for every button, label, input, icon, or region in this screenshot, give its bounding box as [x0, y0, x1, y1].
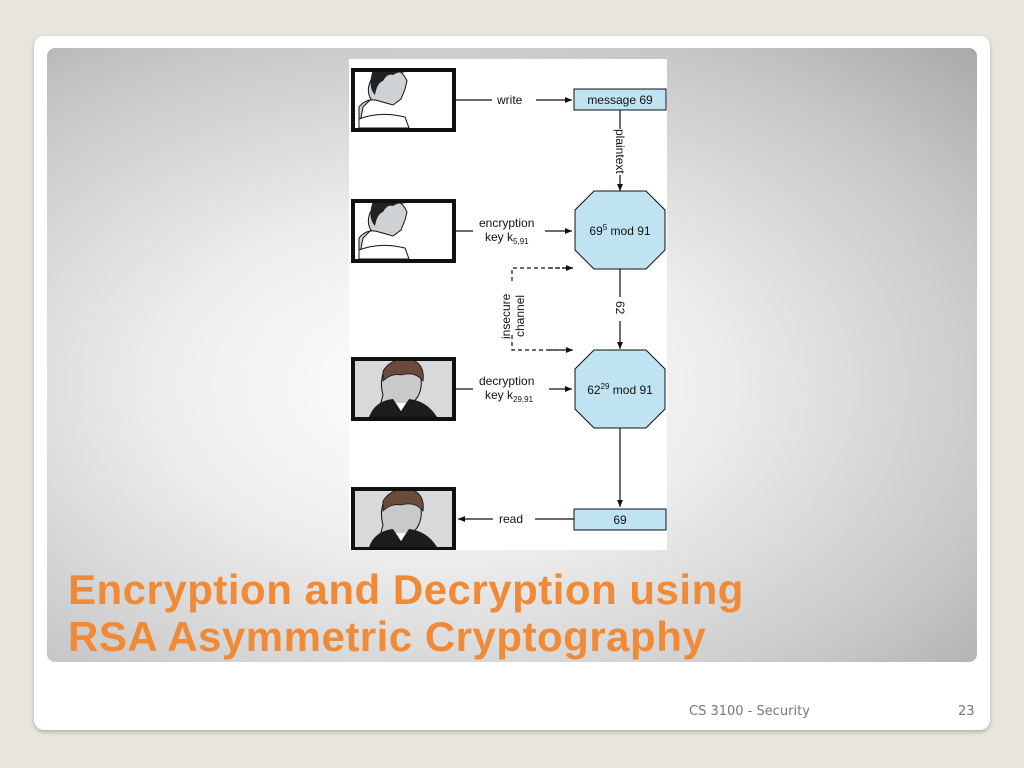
insecure-channel-bottom — [511, 335, 571, 351]
page-number: 23 — [958, 704, 975, 719]
write-label: write — [496, 93, 523, 107]
slide-title: Encryption and Decryption using RSA Asym… — [68, 566, 968, 660]
message-box-text: message 69 — [587, 93, 653, 107]
sender-portrait-icon — [351, 68, 456, 132]
insecure-label: insecure — [499, 293, 513, 339]
slide-title-line2: RSA Asymmetric Cryptography — [68, 613, 707, 660]
decryption-label: decryption — [479, 374, 534, 388]
ciphertext-label: 62 — [613, 301, 627, 315]
decrypt-formula: 6229 mod 91 — [587, 382, 653, 397]
plaintext-label: plaintext — [613, 129, 627, 174]
sender-portrait-icon — [351, 199, 456, 263]
encryption-key-label: key k5,91 — [485, 230, 529, 246]
footer-text: CS 3100 - Security — [689, 704, 810, 719]
receiver-portrait-icon — [351, 357, 456, 421]
insecure-channel-top — [511, 267, 573, 281]
slide-title-line1: Encryption and Decryption using — [68, 566, 744, 613]
channel-label: channel — [513, 295, 527, 337]
read-label: read — [499, 512, 523, 526]
decryption-key-label: key k29,91 — [485, 388, 534, 404]
encrypt-formula: 695 mod 91 — [589, 223, 650, 238]
encryption-label: encryption — [479, 216, 534, 230]
result-box-text: 69 — [613, 513, 627, 527]
rsa-diagram: write message 69 plaintext encryption ke… — [349, 59, 667, 550]
receiver-portrait-icon — [351, 487, 456, 550]
decrypt-octagon — [574, 349, 666, 429]
encrypt-octagon — [574, 190, 666, 270]
